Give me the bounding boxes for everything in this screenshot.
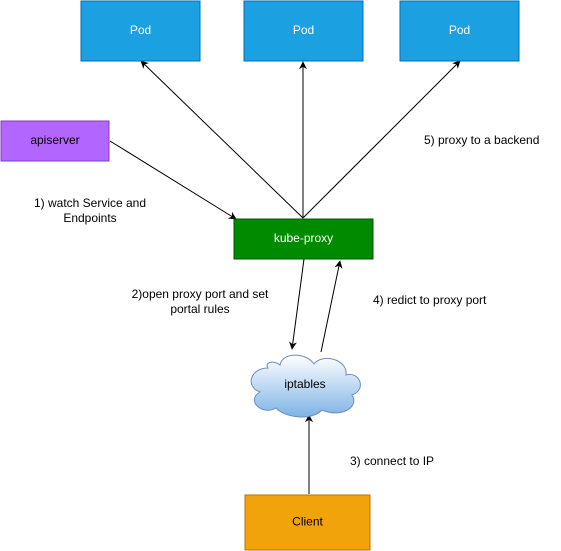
edge-kube-proxy-to-pod-3: [302, 60, 461, 219]
pod-label: Pod: [130, 23, 151, 37]
edge-iptables-to-kube-proxy: [320, 260, 343, 353]
cloud-shape: [250, 354, 361, 418]
pod-node-3: Pod: [399, 0, 520, 62]
client-node: Client: [244, 494, 371, 551]
edge-label-open-proxy-line-1: 2)open proxy port and set: [132, 287, 269, 301]
apiserver-node: apiserver: [0, 120, 110, 162]
edge-labels: 1) watch Service and Endpoints 2)open pr…: [34, 133, 539, 468]
edge-label-watch-line-2: Endpoints: [63, 211, 116, 225]
apiserver-box: [0, 120, 110, 162]
edge-apiserver-to-kube-proxy: [109, 140, 237, 220]
pod-node-2: Pod: [243, 0, 364, 62]
edge-label-watch-line-1: 1) watch Service and: [34, 196, 146, 210]
pod-label: Pod: [293, 23, 314, 37]
client-box: [244, 494, 371, 551]
iptables-label: iptables: [284, 377, 325, 391]
client-label: Client: [292, 515, 323, 529]
pod-label: Pod: [449, 23, 470, 37]
iptables-node: iptables: [250, 354, 361, 418]
edge-label-redirect: 4) redict to proxy port: [373, 293, 487, 307]
edge-label-open-proxy-line-2: portal rules: [170, 302, 229, 316]
apiserver-label: apiserver: [30, 133, 79, 147]
pod-node-1: Pod: [80, 0, 201, 62]
edge-kube-proxy-to-pod-1: [140, 60, 304, 219]
kube-proxy-node: kube-proxy: [233, 218, 374, 260]
kube-proxy-label: kube-proxy: [274, 231, 333, 245]
pod-box: [80, 0, 201, 62]
edges: [109, 60, 461, 494]
pod-box: [243, 0, 364, 62]
edge-label-proxy-backend: 5) proxy to a backend: [424, 133, 539, 147]
edge-label-connect: 3) connect to IP: [350, 454, 434, 468]
edge-kube-proxy-to-iptables: [288, 258, 305, 350]
pod-box: [399, 0, 520, 62]
kube-proxy-box: [233, 218, 374, 260]
